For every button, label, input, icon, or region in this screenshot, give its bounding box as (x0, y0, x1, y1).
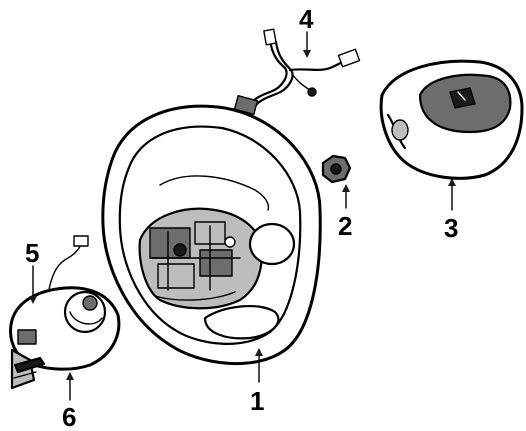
callout-3: 3 (444, 213, 458, 243)
callout-1: 1 (250, 386, 264, 416)
harness-wire-main (248, 38, 288, 106)
column-switch-body (9, 286, 121, 371)
callout-2: 2 (338, 211, 352, 241)
clockspring-connector (73, 235, 89, 247)
wheel-hub-mechanism (149, 221, 241, 301)
harness-connector-left (233, 94, 259, 116)
wheel-spoke-bottom (203, 305, 280, 340)
nut-hole (330, 163, 342, 175)
wiring-harness-part (233, 28, 361, 116)
callout-5: 5 (25, 238, 39, 268)
steering-wheel-part (101, 104, 322, 383)
clockspring-part (9, 235, 121, 401)
callout-6: 6 (62, 402, 76, 431)
clockspring-wire (47, 241, 83, 296)
column-switch-lever (13, 356, 46, 374)
nut-part (321, 154, 352, 209)
harness-connector-top (263, 28, 277, 46)
harness-clip (307, 87, 317, 97)
wheel-rim-top-detail (159, 175, 270, 211)
wheel-spoke-right (248, 222, 296, 266)
harness-connector-right (337, 48, 361, 68)
callout-4: 4 (299, 4, 314, 34)
airbag-module-part (379, 59, 524, 211)
